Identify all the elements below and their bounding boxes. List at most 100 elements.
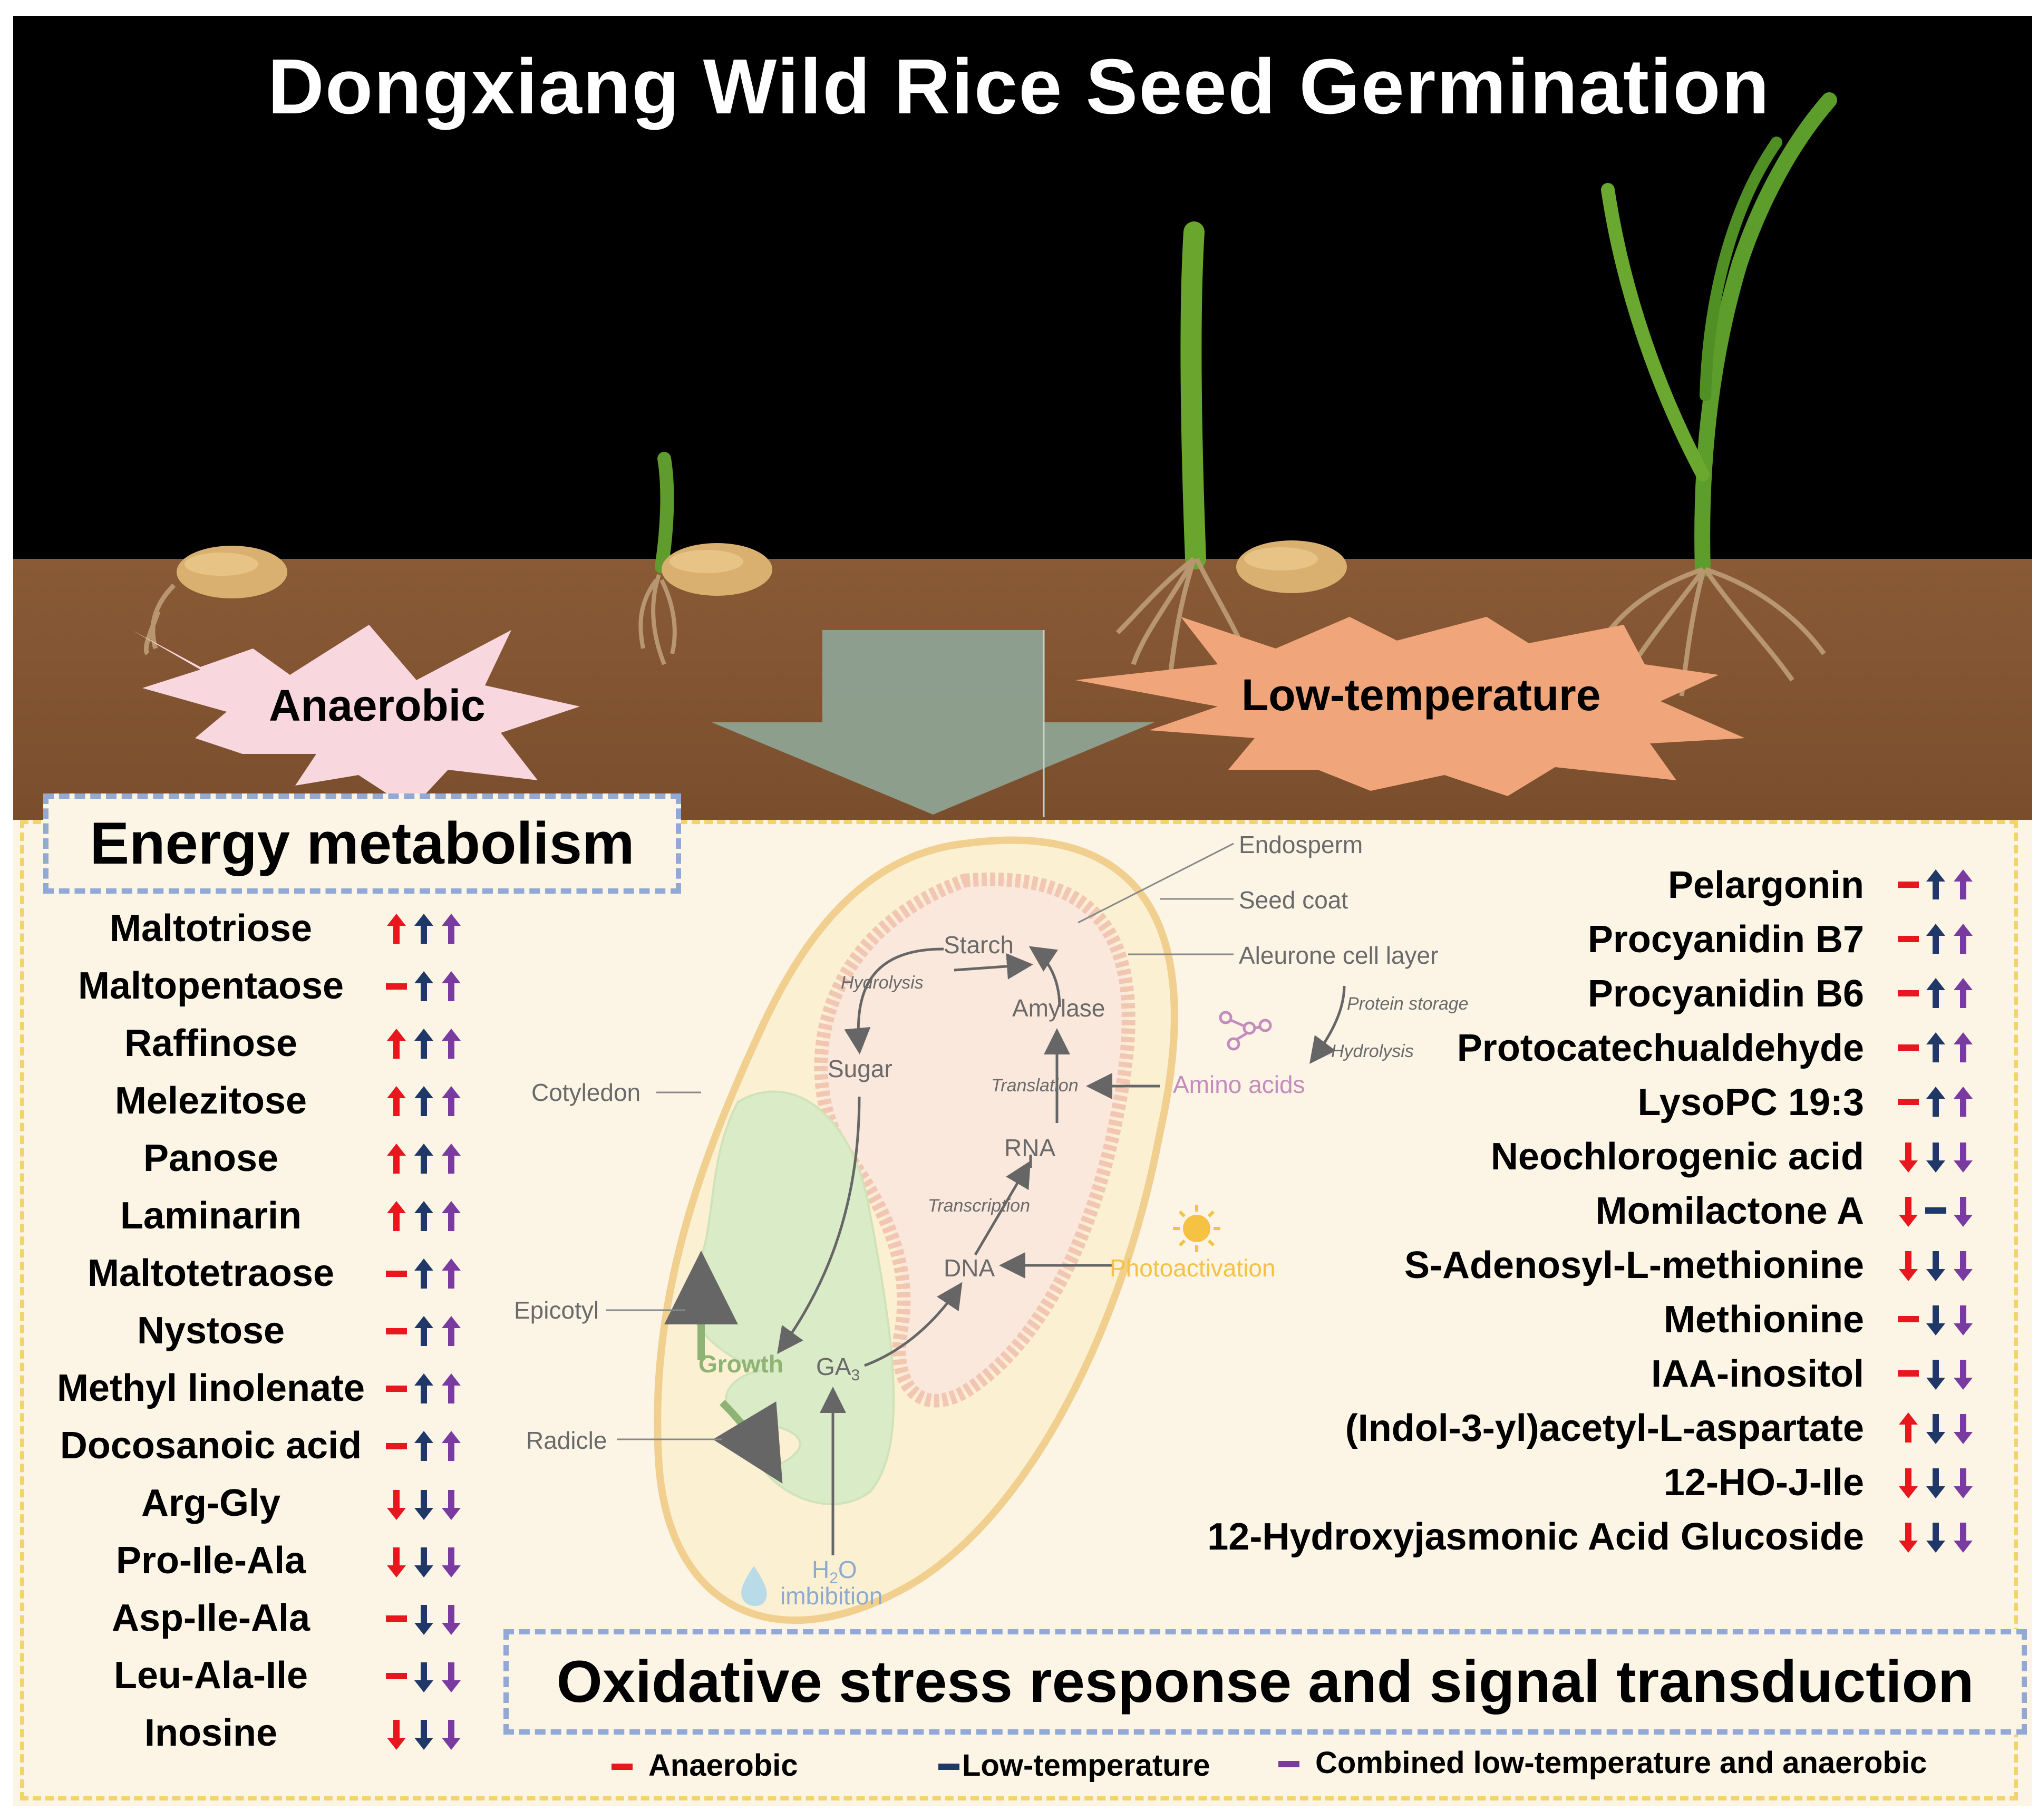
- aleurone-label: Aleurone cell layer: [1239, 942, 1439, 969]
- legend-anaerobic: Anaerobic: [648, 1748, 798, 1783]
- low-temperature-up-arrow-icon: [414, 1258, 433, 1289]
- metabolite-name: IAA-inositol: [1651, 1353, 1864, 1395]
- low-temperature-down-arrow-icon: [414, 1662, 433, 1692]
- metabolite-name: Neochlorogenic acid: [1490, 1136, 1864, 1178]
- combined-up-arrow-icon: [442, 1144, 461, 1174]
- low-temperature-up-arrow-icon: [414, 1029, 433, 1059]
- low-temperature-up-arrow-icon: [414, 1316, 433, 1346]
- metabolite-change-indicators: [386, 911, 475, 948]
- imbibition-label: imbibition: [780, 1582, 883, 1610]
- metabolite-change-indicators: [1898, 867, 1987, 904]
- metabolite-name: Maltotetraose: [87, 1252, 335, 1294]
- low-temperature-down-arrow-icon: [1926, 1523, 1945, 1553]
- change-arrows: [387, 1720, 461, 1750]
- metabolite-change-indicators: [386, 1601, 475, 1638]
- metabolite-change-indicators: [386, 969, 475, 1005]
- anaerobic-no-change-dash-icon: [386, 983, 407, 990]
- metabolite-name: Momilactone A: [1595, 1190, 1864, 1232]
- low-temperature-label: Low-temperature: [1241, 670, 1601, 720]
- change-arrows: [387, 914, 461, 944]
- metabolite-name: Pro-Ile-Ala: [115, 1540, 306, 1582]
- anaerobic-no-change-dash-icon: [1898, 1099, 1919, 1105]
- change-arrows: [386, 1258, 461, 1289]
- low-temperature-down-arrow-icon: [414, 1605, 433, 1635]
- anaerobic-no-change-dash-icon: [1898, 1316, 1919, 1322]
- seed-stage-2: [638, 452, 772, 665]
- low-temperature-down-arrow-icon: [414, 1720, 433, 1750]
- change-arrows: [386, 1316, 461, 1346]
- legend-combined: Combined low-temperature and anaerobic: [1315, 1746, 1927, 1780]
- metabolite-name: Pelargonin: [1667, 864, 1864, 906]
- low-temperature-up-arrow-icon: [414, 1144, 433, 1174]
- metabolite-name: Methyl linolenate: [56, 1367, 365, 1409]
- low-temperature-down-arrow-icon: [1926, 1360, 1945, 1390]
- anaerobic-down-arrow-icon: [387, 1547, 406, 1577]
- metabolite-change-indicators: [386, 1141, 475, 1178]
- low-temperature-starburst: [1075, 617, 1745, 796]
- hydrolysis-right-label: Hydrolysis: [1331, 1041, 1414, 1061]
- oxidative-stress-heading: Oxidative stress response and signal tra…: [503, 1629, 2027, 1735]
- epicotyl-label: Epicotyl: [514, 1296, 599, 1324]
- change-arrows: [387, 1029, 461, 1059]
- low-temperature-down-arrow-icon: [1926, 1251, 1945, 1281]
- metabolite-change-indicators: [386, 1026, 475, 1063]
- anaerobic-down-arrow-icon: [1899, 1143, 1918, 1173]
- starch-label: Starch: [944, 931, 1014, 959]
- metabolite-change-indicators: [1898, 1193, 1987, 1230]
- metabolite-name: Maltotriose: [109, 907, 313, 950]
- combined-down-arrow-icon: [1954, 1360, 1973, 1390]
- combined-down-arrow-icon: [1954, 1468, 1973, 1498]
- anaerobic-up-arrow-icon: [387, 914, 406, 944]
- change-arrows: [387, 1201, 461, 1231]
- change-arrows: [1899, 1197, 1973, 1227]
- metabolite-change-indicators: [386, 1313, 475, 1350]
- metabolite-change-indicators: [1898, 1464, 1987, 1501]
- low-temperature-up-arrow-icon: [1926, 1032, 1945, 1062]
- combined-up-arrow-icon: [442, 1431, 461, 1461]
- metabolite-change-indicators: [1898, 1030, 1987, 1067]
- anaerobic-no-change-dash-icon: [386, 1673, 407, 1679]
- big-down-arrow: [712, 630, 1154, 815]
- transcription-label: Transcription: [928, 1196, 1030, 1216]
- protein-storage-label: Protein storage: [1347, 994, 1469, 1014]
- anaerobic-up-arrow-icon: [387, 1201, 406, 1231]
- metabolite-change-indicators: [1898, 1301, 1987, 1338]
- low-temperature-up-arrow-icon: [414, 1373, 433, 1403]
- combined-down-arrow-icon: [1954, 1523, 1973, 1553]
- metabolite-name: Panose: [143, 1137, 279, 1179]
- metabolite-name: Procyanidin B7: [1587, 918, 1864, 961]
- metabolite-change-indicators: [1898, 1084, 1987, 1121]
- anaerobic-down-arrow-icon: [1899, 1197, 1918, 1227]
- metabolite-name: Raffinose: [124, 1022, 298, 1064]
- change-arrows: [1898, 1032, 1973, 1062]
- metabolite-change-indicators: [1898, 975, 1987, 1012]
- low-temperature-down-arrow-icon: [1926, 1143, 1945, 1173]
- germination-illustration: [132, 92, 1837, 817]
- metabolite-name: Docosanoic acid: [60, 1425, 362, 1467]
- combined-up-arrow-icon: [442, 1373, 461, 1403]
- low-temperature-down-arrow-icon: [1926, 1468, 1945, 1498]
- anaerobic-down-arrow-icon: [1899, 1251, 1918, 1281]
- metabolite-name: Maltopentaose: [77, 965, 344, 1007]
- combined-up-arrow-icon: [442, 1316, 461, 1346]
- metabolite-change-indicators: [386, 1543, 475, 1580]
- anaerobic-up-arrow-icon: [387, 1144, 406, 1174]
- anaerobic-no-change-dash-icon: [1898, 936, 1919, 942]
- combined-down-arrow-icon: [1954, 1414, 1973, 1444]
- anaerobic-up-arrow-icon: [1899, 1412, 1918, 1443]
- rna-label: RNA: [1004, 1134, 1056, 1161]
- lower-panel-border: [20, 820, 2018, 1800]
- metabolite-change-indicators: [1898, 1518, 1987, 1555]
- change-arrows: [1899, 1412, 1973, 1444]
- legend-low-temperature: Low-temperature: [962, 1748, 1210, 1783]
- metabolite-change-indicators: [386, 1428, 475, 1465]
- energy-metabolism-heading: Energy metabolism: [43, 793, 681, 894]
- change-arrows: [386, 1431, 461, 1461]
- legend-swatch-combined: [1278, 1761, 1299, 1767]
- combined-down-arrow-icon: [442, 1605, 461, 1635]
- anaerobic-no-change-dash-icon: [1898, 882, 1919, 888]
- metabolite-name: Procyanidin B6: [1587, 973, 1864, 1015]
- change-arrows: [386, 1605, 461, 1635]
- combined-up-arrow-icon: [442, 1258, 461, 1289]
- seed-coat-label: Seed coat: [1239, 886, 1348, 914]
